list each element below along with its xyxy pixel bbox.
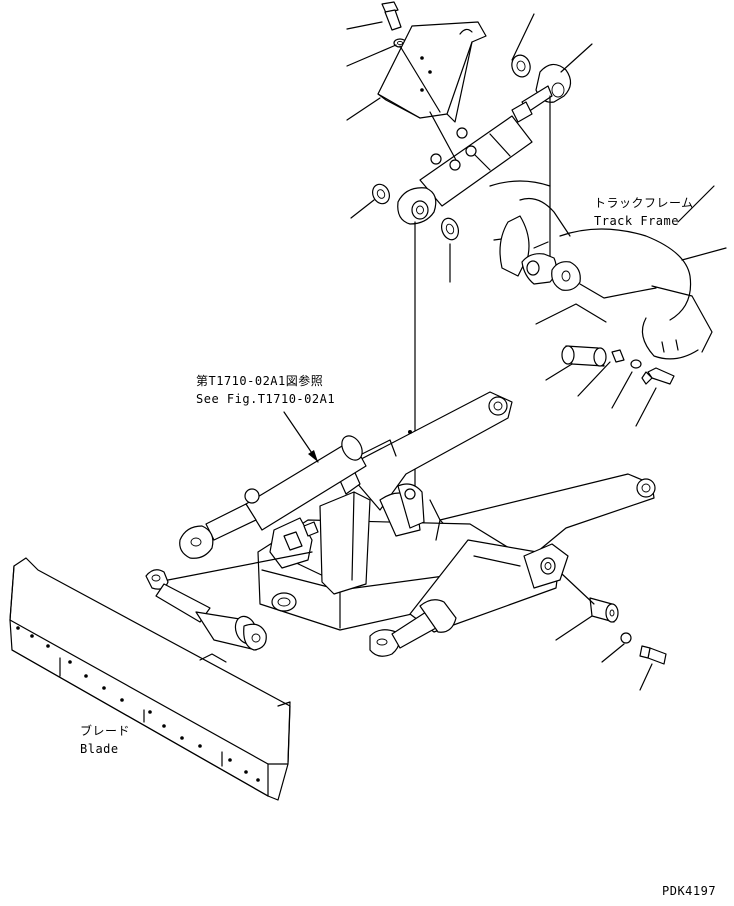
angle-cylinder-upper	[179, 435, 367, 559]
track-frame-label-jp: トラックフレーム	[594, 196, 694, 210]
angle-cylinder-right	[369, 539, 569, 657]
leader-lines-lower-right	[555, 573, 653, 691]
dozer-blade	[9, 557, 291, 801]
washer-left	[372, 183, 390, 205]
angle-cylinder-lower	[145, 569, 267, 651]
lift-cylinder	[397, 63, 572, 225]
top-bolt	[381, 1, 402, 31]
washer-right	[440, 217, 460, 241]
leader-lines-top	[346, 13, 593, 283]
see-fig-leader-arrow	[283, 411, 319, 463]
leader-lines-upper-right	[545, 361, 657, 427]
see-fig-label-jp: 第T1710-02A1図参照	[196, 374, 324, 388]
track-frame-label-en: Track Frame	[594, 214, 679, 228]
blade-label-en: Blade	[80, 742, 119, 756]
cylinder-cover-plate	[377, 21, 487, 123]
leader-blade-cylinder	[167, 551, 313, 581]
washer-upper-right	[511, 54, 531, 78]
pin-bolt-group-lower	[589, 597, 667, 665]
track-frame	[489, 180, 727, 360]
see-fig-label-en: See Fig.T1710-02A1	[196, 392, 336, 406]
drawing-code: PDK4197	[662, 884, 717, 898]
track-frame-leader	[535, 303, 607, 325]
pin-bolt-group-upper	[561, 345, 675, 385]
blade-label-jp: ブレード	[80, 724, 131, 738]
blade-bolt-holes	[16, 626, 260, 782]
